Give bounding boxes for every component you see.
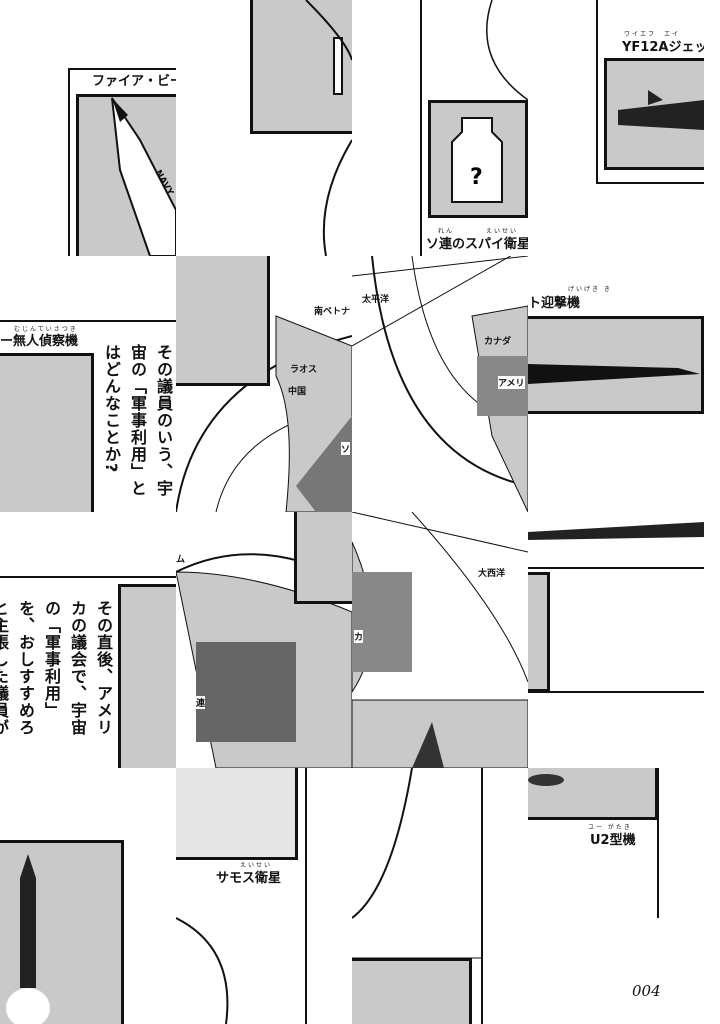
tile-spy-satellite: ? れん えいせい ソ連のスパイ衛星 <box>352 0 528 256</box>
drone-label: ー無人偵察機 <box>0 334 79 349</box>
rocket-launch-illustration <box>6 854 50 1024</box>
spy-satellite-label: ソ連のスパイ衛星 <box>426 237 528 252</box>
bomber-illustration <box>528 522 704 693</box>
interceptor-illustration <box>528 364 700 384</box>
narration-text: その直後、アメリカの議会で、宇宙の「軍事利用」を、おしすすめろと主張した議員がい… <box>0 600 113 736</box>
samos-panel <box>176 768 298 860</box>
map-edge <box>176 768 307 1024</box>
drone-panel <box>0 353 94 512</box>
tile-bomber <box>528 512 704 768</box>
tile-map-asia: 南ベトナ ラオス 中国 ソ <box>176 256 352 512</box>
jet-illustration <box>618 90 704 130</box>
tile-map-soviet: ム 連 <box>176 512 352 768</box>
tile-narration: その直後、アメリカの議会で、宇宙の「軍事利用」を、おしすすめろと主張した議員がい… <box>0 512 176 768</box>
interceptor-label: ト迎撃機 <box>528 296 581 311</box>
u2-illustration <box>528 768 659 918</box>
u2-label: U2型機 <box>590 833 636 848</box>
satellite-illustration: ? <box>451 117 503 203</box>
tile-u2: ユー がたき U2型機 004 <box>528 768 704 1024</box>
interceptor-panel <box>528 316 704 414</box>
map-soviet <box>176 553 352 768</box>
narration-side-panel <box>118 584 176 768</box>
samos-label: サモス衛星 <box>216 871 282 886</box>
rocket-illustration <box>305 0 352 256</box>
jet-panel <box>176 256 270 386</box>
tile-launch <box>0 768 176 1024</box>
map-atlantic <box>352 512 528 768</box>
question-text: その議員のいう、宇宙の「軍事利用」とはどんなことか? <box>102 344 173 497</box>
lower-panel <box>352 958 472 1024</box>
tile-map-lower <box>352 768 528 1024</box>
tile-rocket <box>176 0 352 256</box>
tile-yf12a: ワイエフ エイ YF12Aジェッ <box>528 0 704 256</box>
map-pacific <box>352 256 528 512</box>
page-number: 004 <box>632 982 661 1000</box>
tile-interceptor: げいげき き ト迎撃機 <box>528 256 704 512</box>
drone-illustration <box>111 97 176 256</box>
fire-bee-label: ファイア・ビー <box>92 74 176 89</box>
map-inset-panel <box>294 512 352 604</box>
tile-question: むじんていさつき ー無人偵察機 その議員のいう、宇宙の「軍事利用」とはどんなこと… <box>0 256 176 512</box>
tile-fire-bee: ファイア・ビー NAVY <box>0 0 176 256</box>
bomber-panel-edge <box>528 572 550 692</box>
tile-map-atlantic: 大西洋 カ <box>352 512 528 768</box>
tile-map-pacific: 太平洋 カナダ アメリ <box>352 256 528 512</box>
svg-text:?: ? <box>470 165 483 190</box>
yf12a-label: YF12Aジェッ <box>622 40 704 55</box>
tile-samos: えいせい サモス衛星 <box>176 768 352 1024</box>
map-arc <box>486 0 528 101</box>
map-asia <box>176 315 352 512</box>
